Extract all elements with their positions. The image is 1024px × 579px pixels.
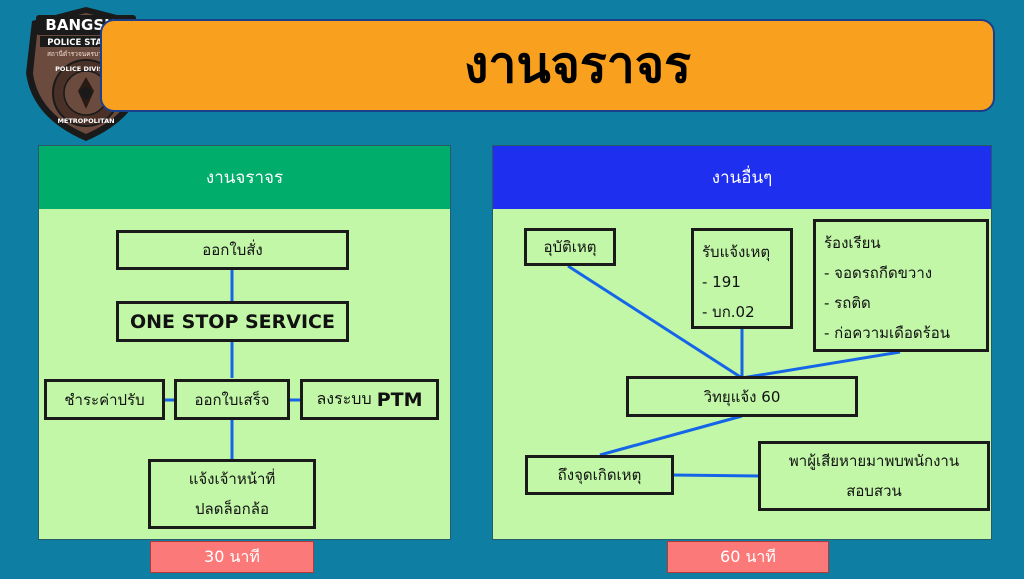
title-bar: งานจราจร bbox=[100, 19, 995, 112]
issue-ticket-box: ออกใบสั่ง bbox=[116, 230, 349, 270]
notify-line-2: ปลดล็อกล้อ bbox=[195, 500, 269, 518]
arrive-scene-box: ถึงจุดเกิดเหตุ bbox=[525, 455, 674, 495]
notify-officer-box: แจ้งเจ้าหน้าที่ ปลดล็อกล้อ bbox=[148, 459, 316, 529]
logo-ring-bottom: METROPOLITAN bbox=[57, 117, 114, 125]
ptm-system-box: ลงระบบ PTM bbox=[300, 379, 439, 420]
report-item-191: - 191 bbox=[702, 273, 741, 291]
other-time-badge: 60 นาที bbox=[667, 541, 829, 573]
report-box: รับแจ้งเหตุ - 191 - บก.02 bbox=[691, 228, 793, 329]
logo-band-text: POLICE STATION bbox=[47, 38, 125, 48]
victim-line-2: สอบสวน bbox=[846, 482, 902, 500]
radio-60-box: วิทยุแจ้ง 60 bbox=[626, 376, 858, 417]
pay-fine-box: ชำระค่าปรับ bbox=[44, 379, 165, 420]
other-work-panel-header: งานอื่นๆ bbox=[493, 146, 991, 209]
accident-box: อุบัติเหตุ bbox=[524, 228, 616, 266]
ptm-label: PTM bbox=[376, 388, 423, 411]
traffic-time-badge: 30 นาที bbox=[150, 541, 314, 573]
traffic-panel-header: งานจราจร bbox=[39, 146, 450, 209]
report-title: รับแจ้งเหตุ bbox=[702, 243, 771, 261]
ptm-prefix: ลงระบบ bbox=[316, 389, 372, 408]
notify-line-1: แจ้งเจ้าหน้าที่ bbox=[188, 470, 276, 488]
victim-investigator-box: พาผู้เสียหายมาพบพนักงาน สอบสวน bbox=[758, 441, 990, 511]
one-stop-service-box: ONE STOP SERVICE bbox=[116, 301, 349, 342]
complaint-item-traffic: - รถติด bbox=[824, 294, 871, 312]
report-item-bk02: - บก.02 bbox=[702, 303, 755, 321]
complaint-item-parking: - จอดรถกีดขวาง bbox=[824, 264, 933, 282]
issue-receipt-box: ออกใบเสร็จ bbox=[174, 379, 290, 420]
logo-ring-top: POLICE DIVISION bbox=[55, 65, 117, 73]
complaint-item-nuisance: - ก่อความเดือดร้อน bbox=[824, 324, 950, 342]
logo-subtitle-text: สถานีตำรวจนครบาลบางซื่อ bbox=[47, 49, 125, 58]
complaint-box: ร้องเรียน - จอดรถกีดขวาง - รถติด - ก่อคว… bbox=[813, 219, 989, 352]
victim-line-1: พาผู้เสียหายมาพบพนักงาน bbox=[788, 452, 960, 470]
complaint-title: ร้องเรียน bbox=[824, 234, 881, 252]
page-title: งานจราจร bbox=[463, 36, 692, 94]
